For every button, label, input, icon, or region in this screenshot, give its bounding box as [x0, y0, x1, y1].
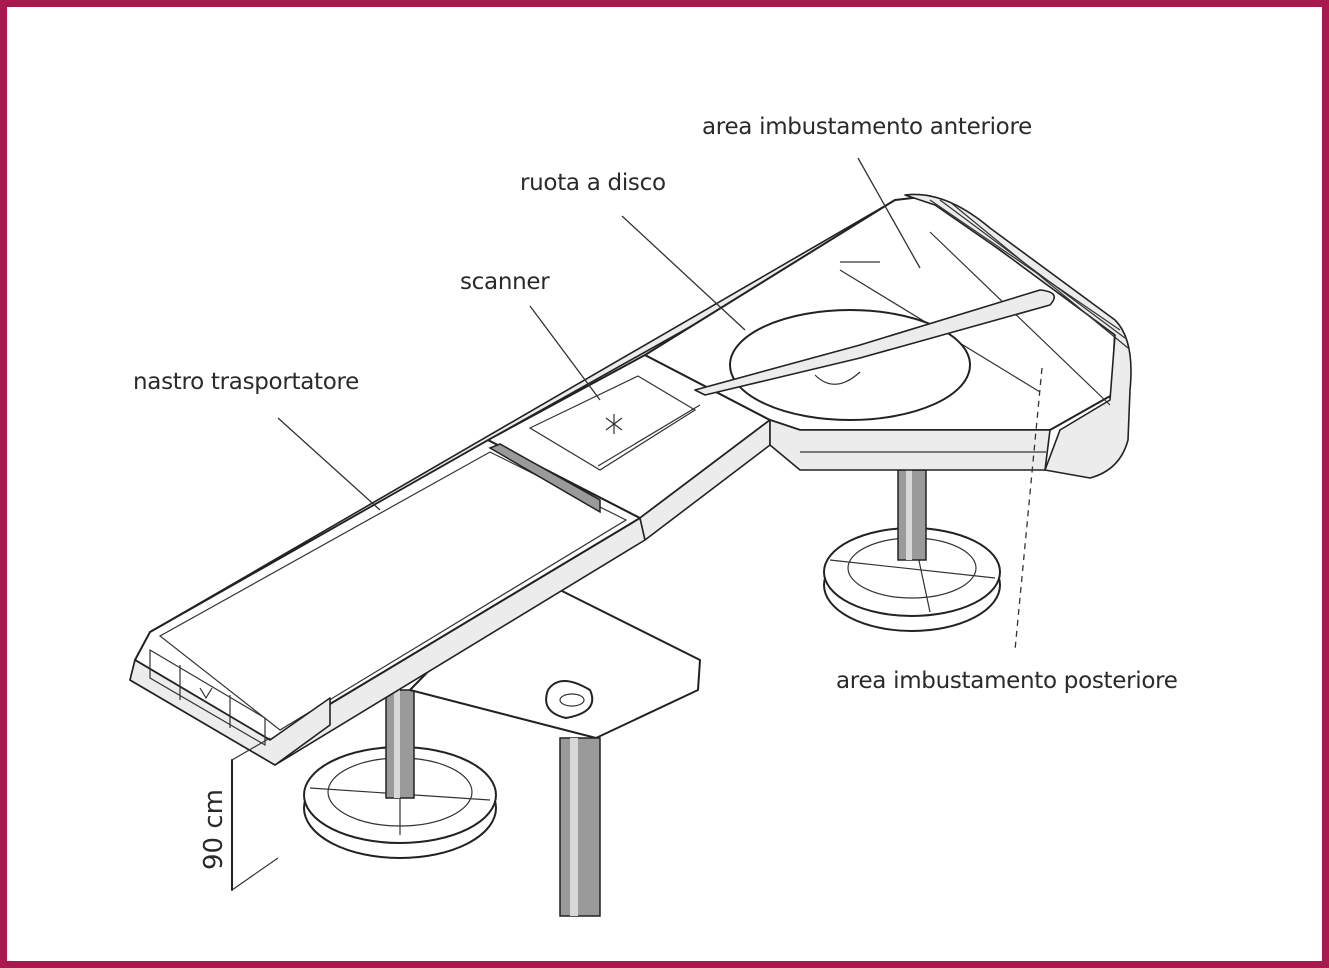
rear-bagging-area-label: area imbustamento posteriore — [836, 668, 1178, 694]
leader-conveyor — [277, 417, 381, 511]
leader-front-bagging — [857, 157, 921, 269]
front-bagging-area-label: area imbustamento anteriore — [702, 114, 1032, 140]
conveyor-belt-label: nastro trasportatore — [133, 369, 359, 395]
leader-disc-wheel — [621, 215, 746, 331]
height-label: 90 cm — [199, 789, 229, 870]
right-pedestal — [823, 469, 1001, 632]
scanner-star-icon — [605, 414, 623, 434]
leader-scanner — [529, 305, 601, 401]
scanner-label: scanner — [460, 269, 550, 295]
height-dimension: 90 cm — [199, 737, 279, 891]
disc-wheel-label: ruota a disco — [520, 170, 666, 196]
leader-rear-bagging — [1014, 367, 1043, 651]
left-pedestal — [303, 689, 497, 859]
counter-body — [129, 193, 1132, 766]
